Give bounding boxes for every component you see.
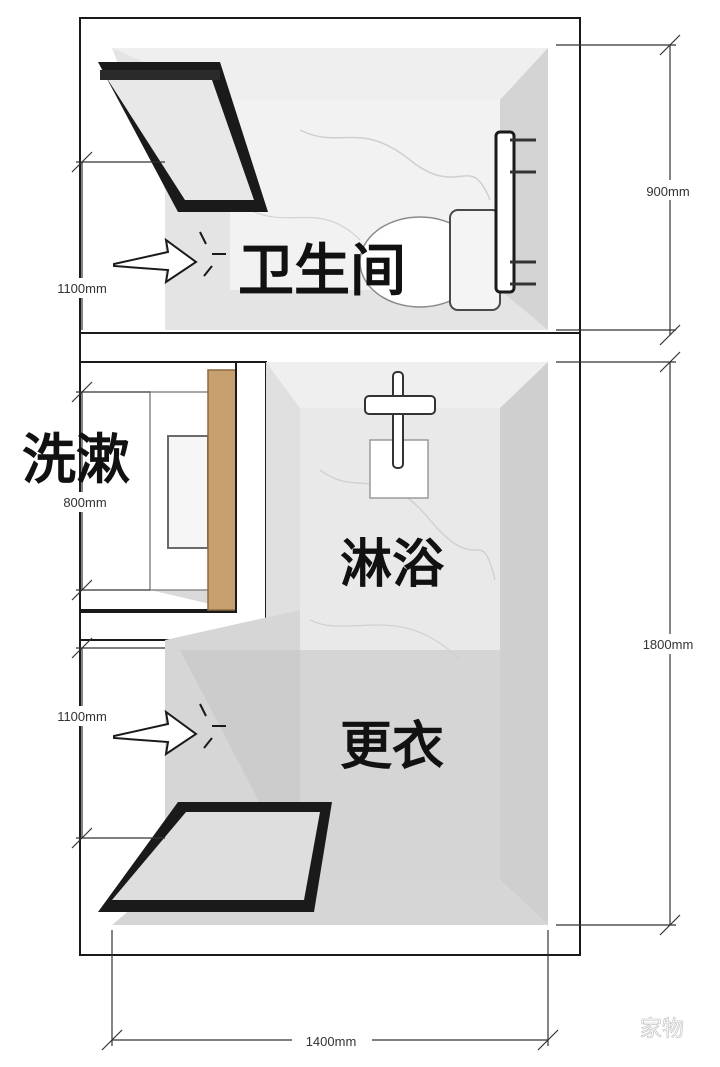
toilet-room: [98, 48, 548, 330]
vanity-wood-panel: [207, 369, 237, 611]
marble-vein: [249, 209, 361, 241]
dim-label-1800: 1800mm: [643, 637, 694, 652]
spark-icon: [203, 737, 213, 749]
spark-icon: [199, 703, 207, 717]
shower-back-wall: [266, 362, 548, 408]
dim-label-1400: 1400mm: [306, 1034, 357, 1049]
room-label-washing: 洗漱: [22, 428, 130, 491]
marble-vein: [319, 469, 496, 581]
window-glass-top: [108, 80, 254, 200]
entry-arrow-lower: [113, 703, 226, 757]
shower-room: [98, 362, 548, 925]
light-beam: [180, 650, 500, 880]
spark-icon: [203, 265, 213, 277]
room-label-changing: 更衣: [340, 717, 444, 777]
door-glass-bottom: [112, 812, 320, 900]
dim-label-900: 900mm: [646, 184, 689, 199]
dim-label-1100-lower: 1100mm: [57, 709, 107, 724]
basin-icon: [167, 435, 209, 549]
marble-vein: [309, 619, 461, 661]
shower-pipe-icon: [392, 371, 404, 469]
arrow-icon: [113, 237, 198, 285]
toilet-tank-icon: [449, 209, 501, 311]
spark-icon: [199, 231, 207, 245]
window-sill-top: [100, 70, 220, 80]
dim-label-1100-upper: 1100mm: [57, 281, 107, 296]
room-label-shower: 淋浴: [340, 535, 445, 595]
washing-area: [79, 361, 267, 641]
arrow-icon: [113, 709, 198, 757]
dim-label-800: 800mm: [63, 495, 106, 510]
entry-arrow-upper: [113, 231, 226, 285]
shower-right-wall: [500, 362, 548, 925]
room-label-toilet: 卫生间: [238, 239, 406, 304]
watermark-text: 家物: [640, 1017, 684, 1042]
marble-vein: [299, 129, 491, 201]
towel-rail-icon: [494, 130, 516, 294]
shower-mixer-icon: [364, 395, 436, 415]
shower-left-wall: [266, 362, 300, 640]
